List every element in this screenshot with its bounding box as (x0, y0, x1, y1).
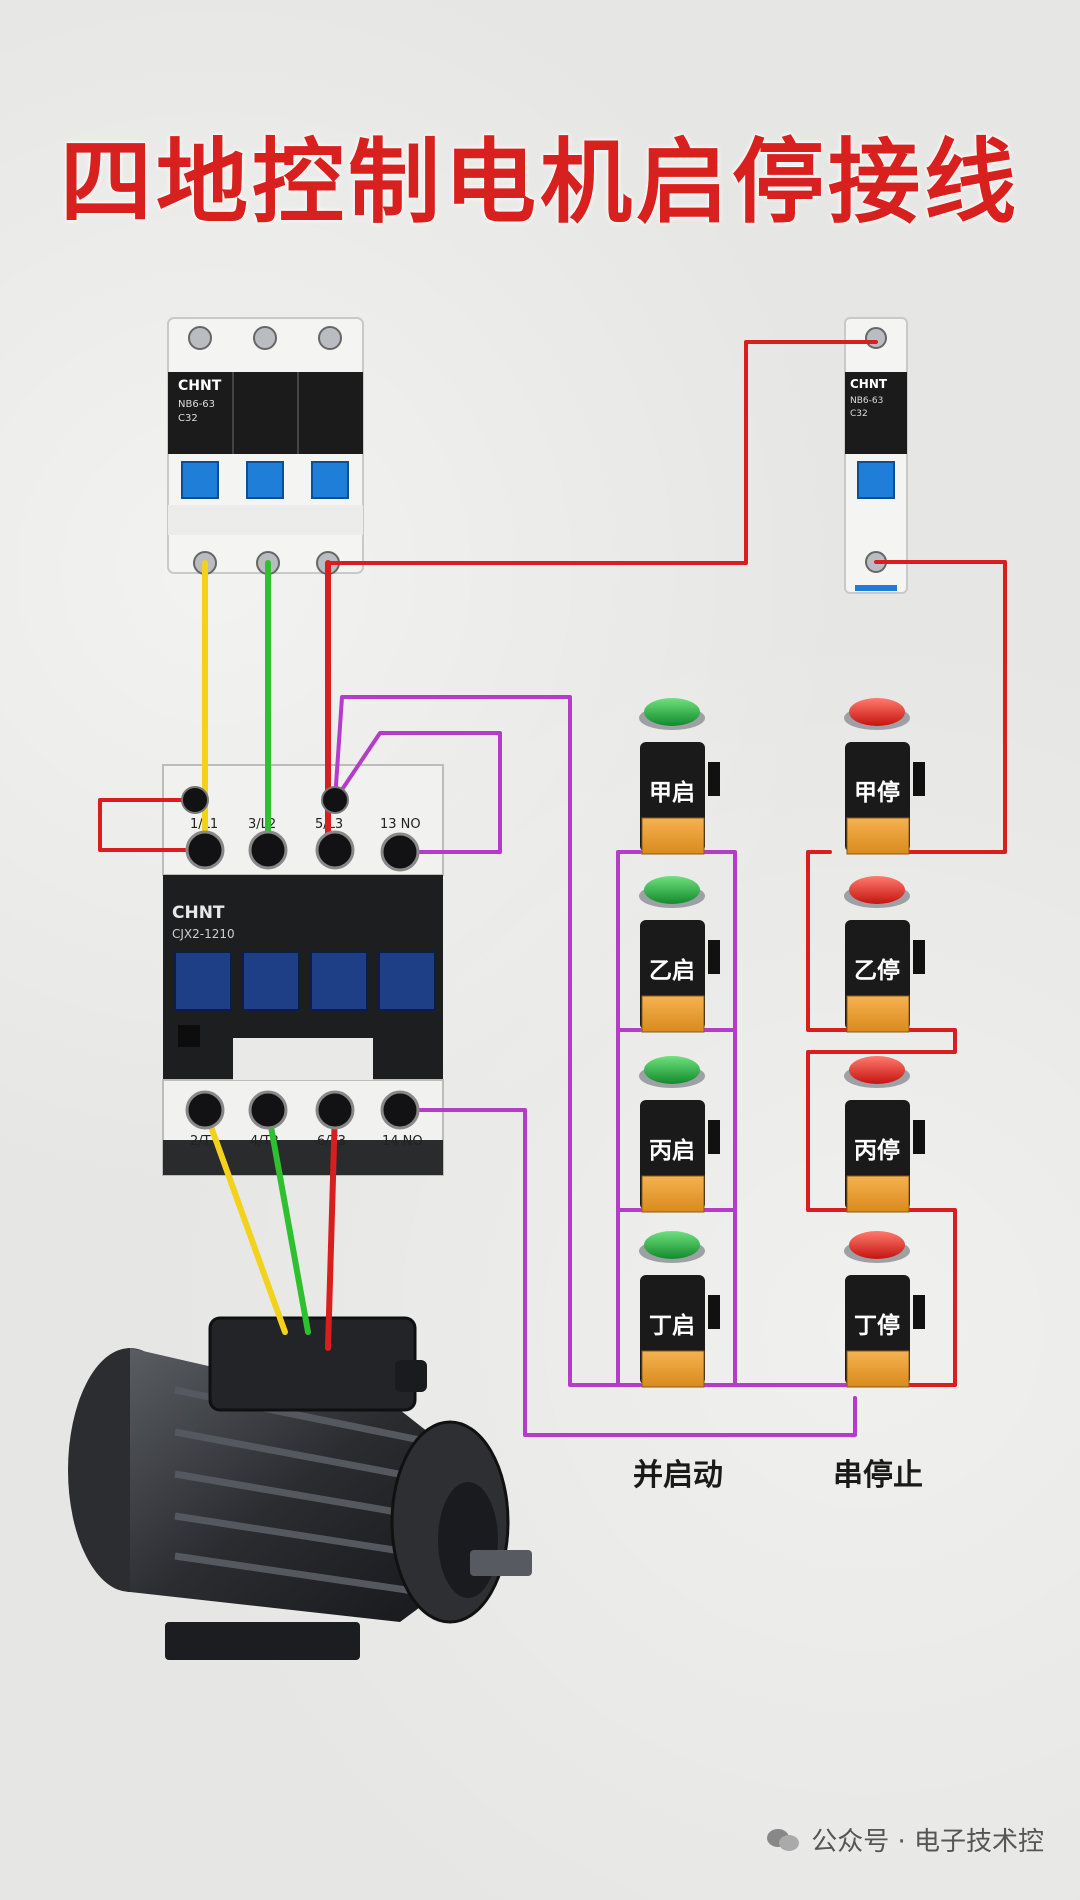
motor-base (165, 1622, 360, 1660)
stop-button-ding-cap[interactable] (849, 1231, 905, 1259)
start-caption: 并启动 (633, 1458, 723, 1493)
start-button-yi-cap[interactable] (644, 876, 700, 904)
wire-breaker1p-to-stop-jia (874, 560, 1007, 854)
wechat-icon (767, 1827, 801, 1853)
wire-stop-bing-to-ding (903, 1208, 957, 1387)
single-pole-breaker: CHNT NB6-63 C32 (844, 317, 908, 594)
start-button-ding-label: 丁启 (649, 1312, 695, 1339)
terminal-6-t3 (315, 1090, 355, 1130)
motor-shaft (470, 1550, 532, 1576)
wire-stop-jia-to-yi (806, 850, 854, 1032)
breaker3p-screw-top-3 (318, 326, 342, 350)
terminal-5-l3 (315, 830, 355, 870)
terminal-1-l1 (185, 830, 225, 870)
contactor-top-terminal-label-4: 13 NO (380, 817, 421, 832)
start-button-yi-label: 乙启 (649, 957, 695, 984)
breaker3p-screw-top-2 (253, 326, 277, 350)
start-button-ding[interactable]: 丁启 (639, 1231, 720, 1388)
breaker1p-model: NB6-63 (850, 396, 883, 406)
stop-caption: 串停止 (833, 1458, 923, 1493)
watermark-text: 公众号 · 电子技术控 (811, 1827, 1044, 1857)
start-button-jia-cap[interactable] (644, 698, 700, 726)
terminal-2-t1 (185, 1090, 225, 1130)
wire-14no-return (398, 1108, 857, 1437)
motor (68, 1316, 532, 1660)
three-pole-breaker: CHNT NB6-63 C32 (167, 317, 364, 575)
contactor-aux-screw-3 (321, 786, 349, 814)
wire-t1-to-motor (202, 1107, 288, 1335)
stop-button-jia[interactable]: 甲停 (844, 698, 925, 855)
start-button-jia-label: 甲启 (649, 779, 695, 806)
start-button-jia[interactable]: 甲启 (639, 698, 720, 855)
breaker1p-screw-top (865, 327, 887, 349)
wire-l3-to-13no (333, 731, 502, 854)
wire-13no-to-start-bus (333, 695, 642, 1387)
terminal-13-no (380, 832, 420, 872)
start-button-ding-cap[interactable] (644, 1231, 700, 1259)
breaker3p-screw-top-1 (188, 326, 212, 350)
stop-button-bing-label: 丙停 (854, 1137, 900, 1164)
wire-stop-yi-to-bing (806, 1028, 957, 1212)
contactor-brand: CHNT (172, 903, 225, 923)
wire-t3-to-motor (325, 1107, 338, 1351)
contactor-bottom-terminal-label-4: 14 NO (382, 1134, 423, 1149)
wire-start-parallel-left (616, 850, 642, 1387)
wire-t2-to-motor (265, 1107, 311, 1335)
stop-button-ding-label: 丁停 (854, 1312, 900, 1339)
stop-button-jia-cap[interactable] (849, 698, 905, 726)
contactor-model: CJX2-1210 (172, 927, 235, 941)
stop-button-yi-label: 乙停 (854, 957, 900, 984)
page-title: 四地控制电机启停接线 (59, 129, 1020, 236)
breaker3p-rating: C32 (178, 413, 198, 424)
start-button-bing-cap[interactable] (644, 1056, 700, 1084)
stop-button-ding[interactable]: 丁停 (844, 1231, 925, 1388)
motor-terminal-box (208, 1316, 417, 1412)
wire-control-live-feed (326, 340, 878, 565)
stop-button-yi[interactable]: 乙停 (844, 876, 925, 1033)
contactor-terminals (181, 786, 420, 1130)
contactor-top-terminal-label-2: 3/L2 (248, 817, 276, 832)
terminal-3-l2 (248, 830, 288, 870)
start-button-bing-label: 丙启 (649, 1137, 695, 1164)
contactor-aux-screw-1 (181, 786, 209, 814)
stop-button-jia-label: 甲停 (854, 779, 900, 806)
wire-l1-jumper-loop (98, 798, 207, 852)
breaker1p-brand: CHNT (850, 377, 888, 391)
breaker3p-toggle-1[interactable] (181, 461, 219, 499)
start-button-yi[interactable]: 乙启 (639, 876, 720, 1033)
start-button-bing[interactable]: 丙启 (639, 1056, 720, 1213)
breaker1p-rating: C32 (850, 409, 868, 419)
breaker3p-toggle-2[interactable] (246, 461, 284, 499)
breaker3p-toggle-3[interactable] (311, 461, 349, 499)
breaker1p-toggle[interactable] (857, 461, 895, 499)
wire-start-rungs-left (616, 1028, 642, 1212)
wire-start-rungs-right (703, 1028, 737, 1212)
contactor-bottom-terminal-label-1: 2/T1 (190, 1134, 219, 1149)
terminal-14-no (380, 1090, 420, 1130)
stop-button-bing-cap[interactable] (849, 1056, 905, 1084)
stop-button-yi-cap[interactable] (849, 876, 905, 904)
stop-button-bing[interactable]: 丙停 (844, 1056, 925, 1213)
breaker3p-model: NB6-63 (178, 399, 215, 410)
terminal-4-t2 (248, 1090, 288, 1130)
watermark: 公众号 · 电子技术控 (767, 1821, 1044, 1858)
breaker3p-brand: CHNT (178, 378, 222, 394)
